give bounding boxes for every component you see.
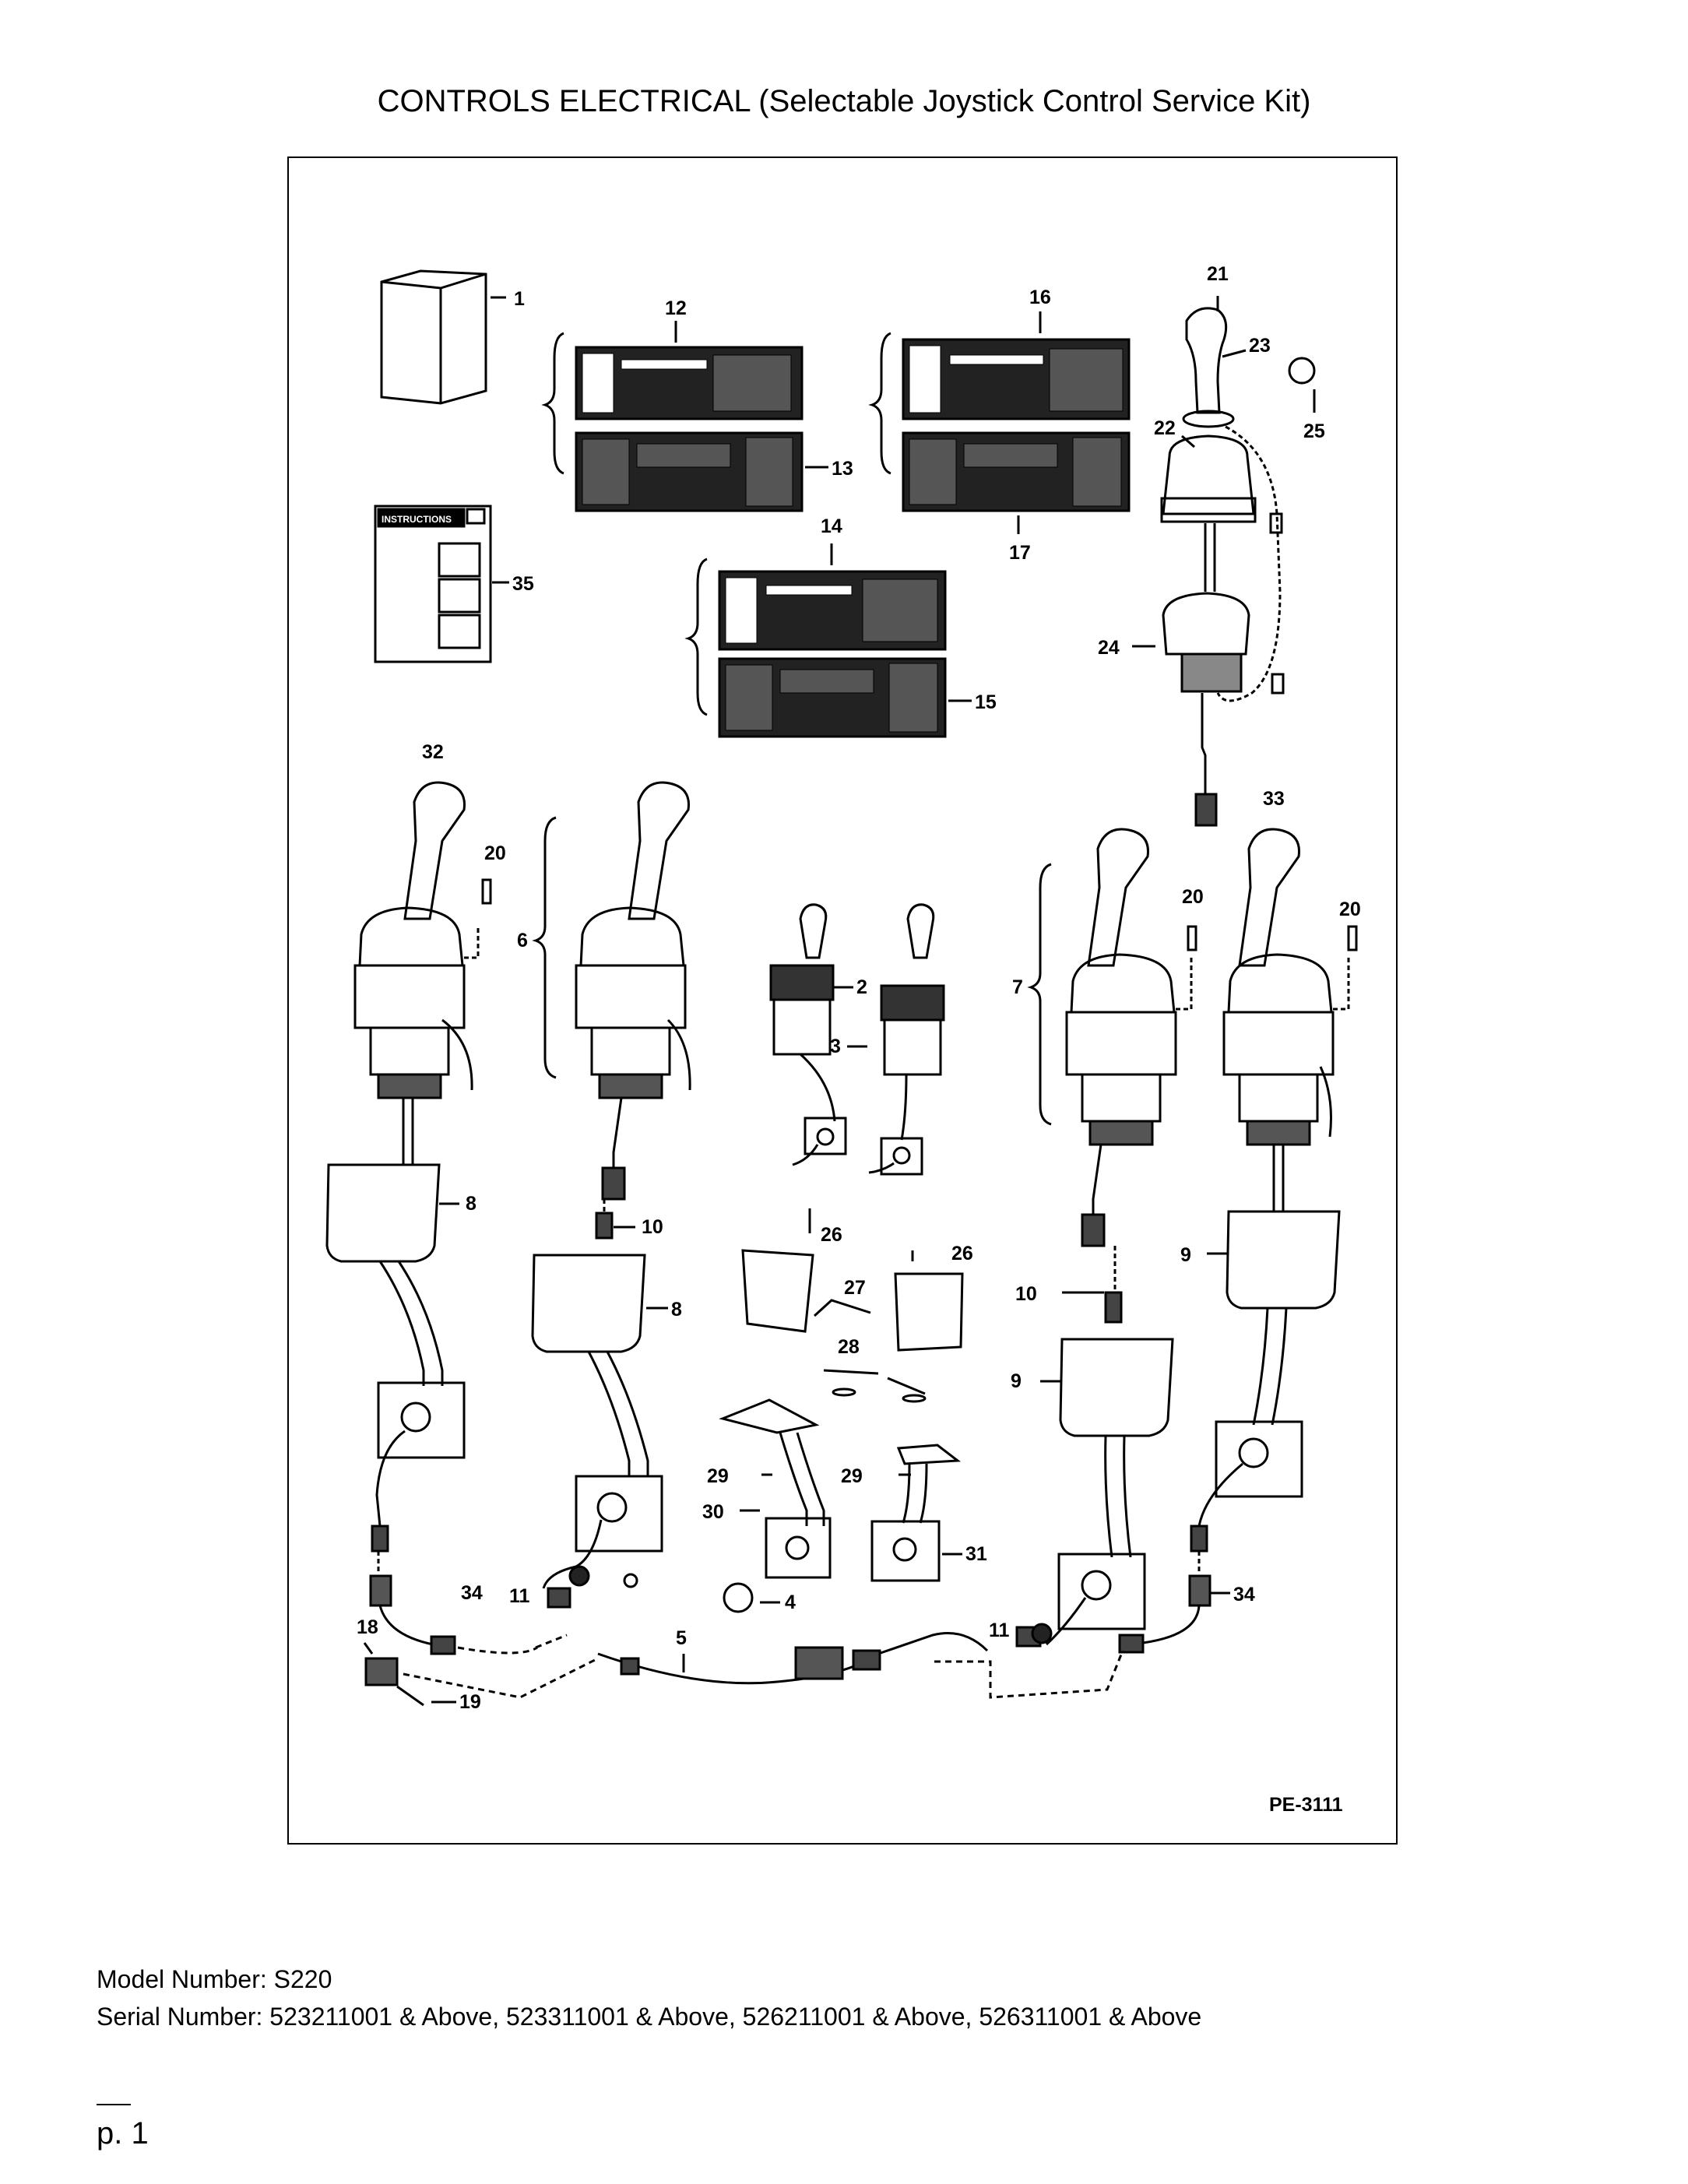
callout-29a: 29 (707, 1465, 729, 1487)
callout-8a: 8 (466, 1193, 477, 1215)
callout-27: 27 (844, 1277, 866, 1299)
serial-number: Serial Number: 523211001 & Above, 523311… (97, 2003, 1202, 2031)
part-30-31-plates (719, 1398, 962, 1582)
callout-20c: 20 (1339, 899, 1361, 920)
parts-diagram-svg: 1 12 16 21 23 22 25 13 35 14 17 24 15 32… (287, 157, 1398, 1845)
callout-16: 16 (1029, 287, 1051, 308)
part-33-right-joystick (1222, 828, 1358, 1212)
decal-set-16-17 (868, 311, 1131, 534)
callout-34a: 34 (461, 1582, 483, 1604)
callout-9b: 9 (1011, 1370, 1022, 1392)
callout-33: 33 (1263, 788, 1285, 810)
callout-17: 17 (1009, 542, 1031, 564)
callout-11a: 11 (509, 1585, 530, 1607)
callout-28: 28 (838, 1336, 860, 1358)
callout-23: 23 (1249, 335, 1271, 357)
part-21-24-joystick-assembly (1132, 296, 1316, 827)
part-1-kit-box (380, 269, 506, 405)
callout-31: 31 (965, 1543, 987, 1565)
part-8-boot-center (531, 1199, 668, 1609)
callout-7: 7 (1012, 976, 1023, 998)
callout-26a: 26 (821, 1224, 842, 1246)
part-35-instructions (374, 505, 509, 663)
callout-13: 13 (832, 458, 853, 480)
callout-15: 15 (975, 691, 997, 713)
callout-labels: 1 12 16 21 23 22 25 13 35 14 17 24 15 32… (357, 263, 1361, 1816)
callout-32: 32 (422, 741, 444, 763)
callout-10b: 10 (1015, 1283, 1037, 1305)
callout-24: 24 (1098, 637, 1120, 659)
part-6-joystick (532, 781, 691, 1201)
page-number: p. 1 (97, 2116, 149, 2151)
callout-8b: 8 (671, 1299, 682, 1321)
page-title: CONTROLS ELECTRICAL (Selectable Joystick… (377, 84, 1311, 118)
callout-18: 18 (357, 1616, 378, 1638)
part-32-left-joystick (353, 781, 492, 1165)
callout-22: 22 (1154, 417, 1176, 439)
part-27-small-boots (741, 1208, 964, 1403)
parts-diagram: 1 12 16 21 23 22 25 13 35 14 17 24 15 32… (287, 156, 1398, 1845)
diagram-frame (287, 157, 1398, 1845)
callout-10a: 10 (642, 1216, 663, 1238)
part-5-harness (363, 1582, 1124, 1707)
callout-26b: 26 (951, 1243, 973, 1264)
callout-1: 1 (514, 288, 525, 310)
callout-25: 25 (1303, 420, 1325, 442)
decal-set-12-13 (541, 321, 828, 512)
page-rule (97, 2104, 131, 2105)
part-9-boot-center (1015, 1246, 1174, 1648)
callout-30: 30 (702, 1501, 724, 1523)
callout-12: 12 (665, 297, 687, 319)
model-number: Model Number: S220 (97, 1965, 332, 1993)
callout-5: 5 (676, 1627, 687, 1649)
part-7-joystick (1027, 828, 1197, 1247)
callout-35: 35 (512, 573, 534, 595)
part-9-boot-right (1118, 1210, 1341, 1654)
callout-3: 3 (830, 1036, 841, 1057)
diagram-id-label: PE-3111 (1269, 1794, 1343, 1816)
callout-9a: 9 (1180, 1244, 1191, 1266)
callout-11b: 11 (989, 1620, 1010, 1641)
callout-20b: 20 (1182, 886, 1204, 908)
callout-34b: 34 (1233, 1584, 1255, 1605)
callout-19: 19 (459, 1691, 481, 1713)
decal-set-14-15 (684, 543, 972, 738)
callout-2: 2 (856, 976, 867, 998)
callout-4: 4 (785, 1591, 796, 1613)
part-8-boot-left (325, 1163, 466, 1655)
part-2-3-small-joysticks (769, 903, 945, 1176)
callout-29b: 29 (841, 1465, 863, 1487)
callout-20a: 20 (484, 842, 506, 864)
instructions-label: INSTRUCTIONS (382, 514, 452, 525)
callout-14: 14 (821, 515, 842, 537)
callout-6: 6 (517, 930, 528, 951)
callout-21: 21 (1207, 263, 1229, 285)
